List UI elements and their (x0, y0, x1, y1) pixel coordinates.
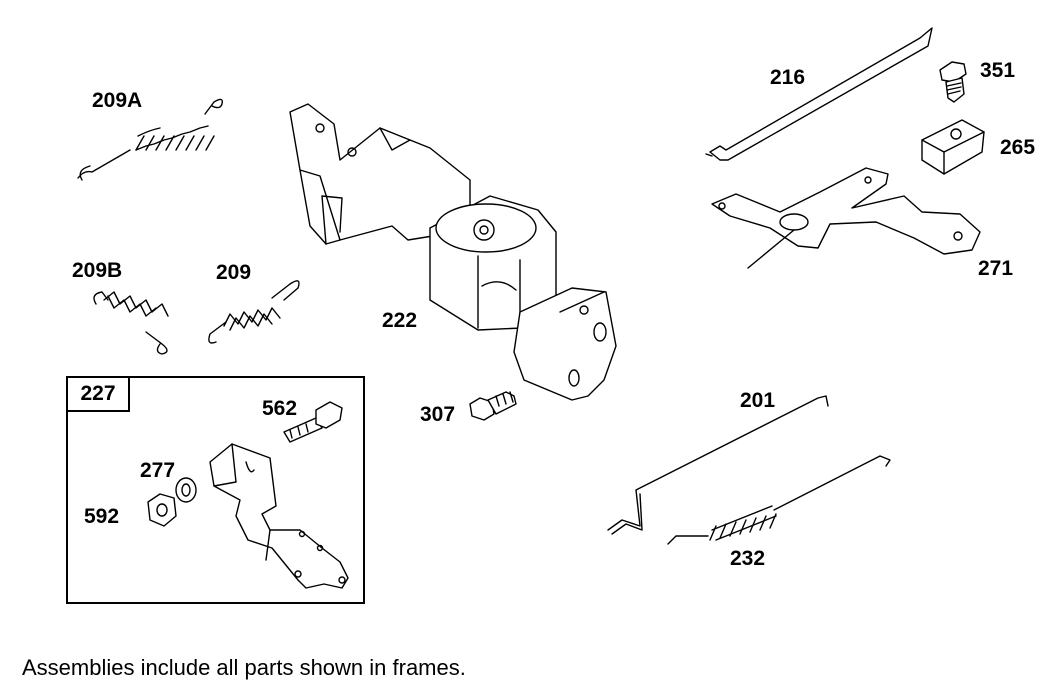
spring-232 (667, 455, 891, 545)
spring-209a (77, 98, 224, 181)
bolt-307 (469, 391, 517, 421)
spring-209 (208, 280, 300, 344)
rod-201 (607, 395, 829, 535)
rod-216 (705, 27, 933, 161)
label-265: 265 (1000, 136, 1036, 159)
label-209a: 209A (92, 89, 143, 112)
lever-plate-271 (711, 167, 981, 269)
label-201: 201 (740, 389, 776, 412)
label-277: 277 (140, 459, 176, 482)
label-351: 351 (980, 59, 1016, 82)
screw-351 (939, 61, 967, 103)
bolt-562 (283, 401, 343, 443)
clip-265 (921, 119, 985, 175)
label-209b: 209B (72, 259, 123, 282)
label-209: 209 (216, 261, 252, 284)
spring-209b (93, 291, 169, 355)
label-222: 222 (382, 309, 418, 332)
label-307: 307 (420, 403, 456, 426)
control-bracket-222 (289, 103, 617, 401)
label-592: 592 (84, 505, 120, 528)
nut-592 (147, 493, 177, 527)
assembly-frame-227 (66, 376, 365, 604)
label-216: 216 (770, 66, 806, 89)
label-271: 271 (978, 257, 1014, 280)
footnote: Assemblies include all parts shown in fr… (22, 655, 466, 680)
lever-assembly (209, 443, 349, 589)
assembly-tag-227: 227 (66, 376, 130, 412)
washer-277 (175, 477, 197, 503)
label-232: 232 (730, 547, 766, 570)
label-562: 562 (262, 397, 298, 420)
